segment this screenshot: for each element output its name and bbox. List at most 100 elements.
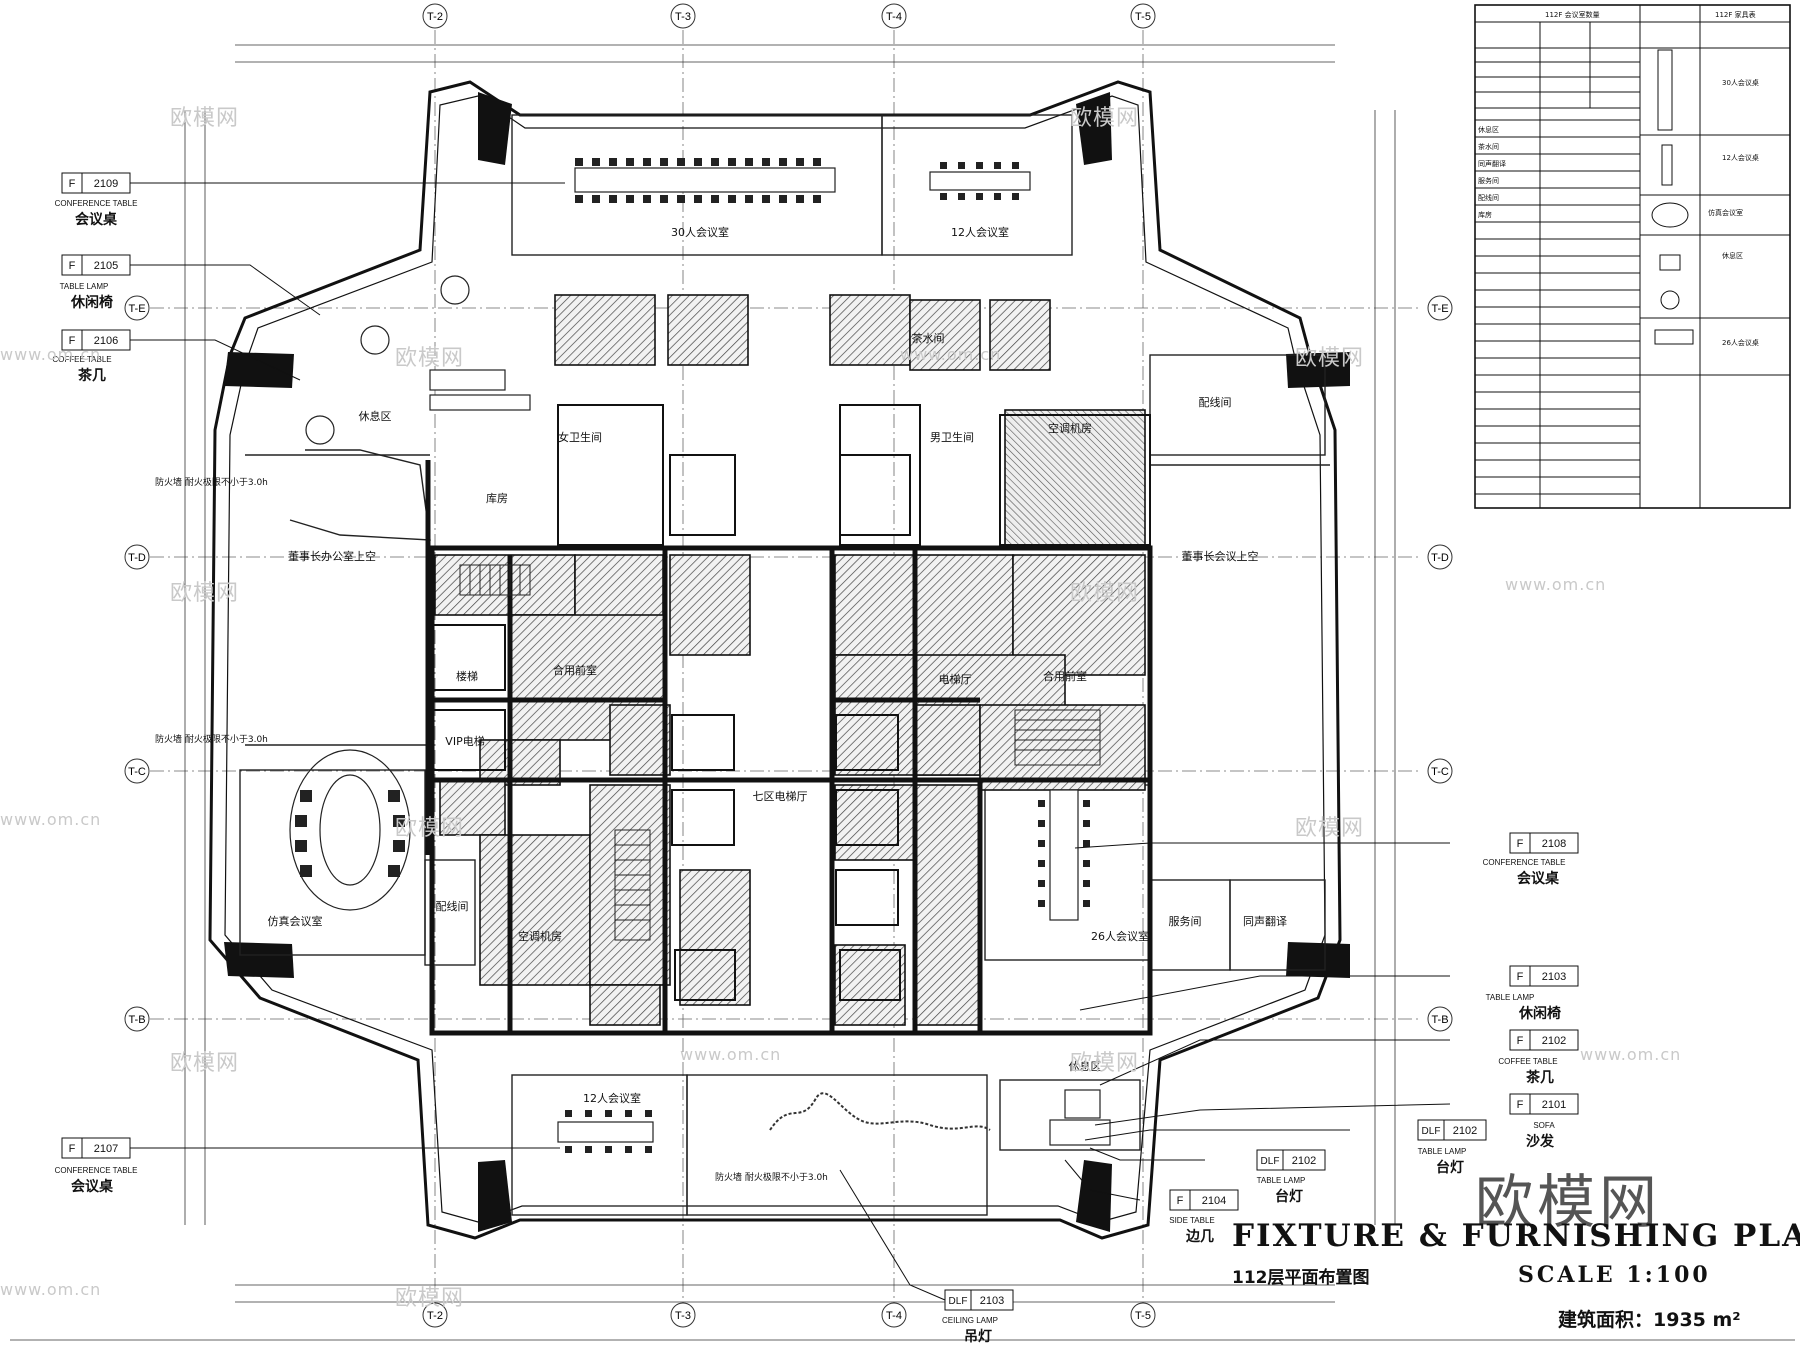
room-label-lift-area: 电梯厅 [939,673,972,686]
legend-row-storage: 库房 [1478,210,1492,219]
svg-text:T-4: T-4 [886,1310,902,1322]
room-label-lounge-bot: 休息区 [1069,1059,1102,1073]
legend-item-sim: 仿真会议室 [1708,208,1743,217]
watermark-url: www.om.cn [680,1045,782,1064]
svg-text:TABLE LAMP: TABLE LAMP [1257,1176,1306,1185]
watermark: 欧模网 [395,346,465,371]
watermark-url: www.om.cn [1505,575,1607,594]
svg-text:2102: 2102 [1542,1035,1566,1047]
svg-text:SIDE TABLE: SIDE TABLE [1169,1216,1215,1225]
svg-text:T-E: T-E [128,303,145,315]
room-label-conf-12-top: 12人会议室 [951,225,1009,239]
room-label-wiring-e: 配线间 [1199,395,1232,409]
watermark: 欧模网 [170,1051,240,1076]
grid-lines [150,30,1420,1315]
room-label-service: 服务间 [1169,915,1202,928]
room-label-ac-room: 空调机房 [518,929,562,943]
svg-text:休闲椅: 休闲椅 [70,294,113,311]
svg-text:会议桌: 会议桌 [75,211,118,228]
svg-text:茶几: 茶几 [77,367,106,384]
svg-text:DLF: DLF [1422,1126,1441,1137]
svg-text:T-4: T-4 [886,11,902,23]
core-hatching [434,294,1146,1026]
svg-text:F: F [1517,838,1524,850]
fire-note-3: 防火墙 耐火极限不小于3.0h [715,1171,828,1183]
grid-bubble-t2-top: T-2 [422,3,448,29]
svg-text:COFFEE TABLE: COFFEE TABLE [52,355,111,364]
callout-f-2108: F 2108 CONFERENCE TABLE 会议桌 [1483,832,1579,887]
callout-f-2105: F 2105 TABLE LAMP 休闲椅 [60,254,131,311]
watermark-url: www.om.cn [0,345,102,364]
room-label-vip-lift: VIP电梯 [445,735,484,748]
svg-text:T-5: T-5 [1135,1310,1151,1322]
svg-text:沙发: 沙发 [1526,1133,1555,1150]
room-label-conf-12-bot: 12人会议室 [583,1091,641,1105]
legend-row-lounge: 休息区 [1478,125,1499,134]
watermark: 欧模网 [1070,1051,1140,1076]
leader-lines [130,182,1451,1301]
callout-dlf-2103: DLF 2103 CEILING LAMP 吊灯 [942,1289,1014,1345]
room-label-women-wc: 女卫生间 [558,430,602,444]
svg-text:CONFERENCE TABLE: CONFERENCE TABLE [55,199,138,208]
fire-note-2: 防火墙 耐火极限不小于3.0h [155,733,268,745]
svg-text:112F 会议室数量: 112F 会议室数量 [1545,10,1600,19]
grid-bubble-tb-right: T-B [1427,1006,1453,1032]
svg-text:2109: 2109 [94,178,118,190]
legend-row-tea: 茶水间 [1478,142,1499,151]
watermark: 欧模网 [1070,106,1140,131]
svg-text:F: F [1517,1099,1524,1111]
svg-text:T-B: T-B [128,1014,145,1026]
callout-f-2103: F 2103 TABLE LAMP 休闲椅 [1486,965,1579,1022]
svg-text:T-2: T-2 [427,11,443,23]
watermark: 欧模网 [395,816,465,841]
svg-text:F: F [69,1143,76,1155]
legend-item-30: 30人会议桌 [1722,78,1759,87]
grid-bubble-t3-top: T-3 [670,3,696,29]
svg-text:112F 家具表: 112F 家具表 [1715,10,1756,19]
watermark: 欧模网 [395,1286,465,1311]
svg-text:T-3: T-3 [675,1310,691,1322]
legend-table-icons [1651,49,1694,345]
svg-text:T-C: T-C [128,766,146,778]
room-label-lounge-top: 休息区 [359,409,392,423]
svg-text:F: F [69,260,76,272]
grid-bubble-t3-bottom: T-3 [670,1302,696,1328]
grid-bubble-te-right: T-E [1427,295,1453,321]
legend-item-26: 26人会议桌 [1722,338,1759,347]
callout-dlf-2102-a: DLF 2102 TABLE LAMP 台灯 [1417,1119,1487,1176]
grid-bubble-tc-right: T-C [1427,758,1453,784]
room-label-chairman-office: 董事长办公室上空 [288,549,376,563]
svg-text:2107: 2107 [94,1143,118,1155]
room-label-men-wc: 男卫生间 [930,430,974,444]
core-inner-walls [429,404,1151,1001]
grid-bubble-t5-top: T-5 [1130,3,1156,29]
svg-text:2108: 2108 [1542,838,1566,850]
callout-f-2101: F 2101 SOFA 沙发 [1509,1093,1579,1150]
svg-text:2102: 2102 [1292,1155,1316,1167]
room-label-conf-26: 26人会议室 [1091,929,1149,943]
svg-text:T-E: T-E [1431,303,1448,315]
svg-text:2101: 2101 [1542,1099,1566,1111]
svg-text:休闲椅: 休闲椅 [1518,1005,1561,1022]
svg-text:T-5: T-5 [1135,11,1151,23]
room-label-stair: 楼梯 [456,669,478,683]
svg-text:2105: 2105 [94,260,118,272]
callout-tags: F 2109 CONFERENCE TABLE 会议桌 F 2105 TABLE… [52,172,1579,1345]
watermark: 欧模网 [1070,581,1140,606]
legend-item-lounge: 休息区 [1722,251,1743,260]
watermark-url: www.om.cn [1580,1045,1682,1064]
svg-text:DLF: DLF [1261,1156,1280,1167]
drawing-title-cn: 112层平面布置图 [1232,1268,1370,1288]
grid-bubble-td-left: T-D [124,544,150,570]
svg-text:TABLE LAMP: TABLE LAMP [1418,1147,1467,1156]
perimeter-walls [239,114,1330,1216]
watermark: 欧模网 [170,106,240,131]
core-walls [425,460,1153,1036]
drawing-title: FIXTURE & FURNISHING PLAN [1232,1218,1800,1254]
svg-text:TABLE LAMP: TABLE LAMP [1486,993,1535,1002]
landscape-feature [769,1092,991,1131]
grid-bubble-tb-left: T-B [124,1006,150,1032]
svg-text:T-C: T-C [1431,766,1449,778]
room-label-chairman-conf: 董事长会议上空 [1182,549,1259,563]
callout-dlf-2102-b: DLF 2102 TABLE LAMP 台灯 [1256,1149,1326,1205]
